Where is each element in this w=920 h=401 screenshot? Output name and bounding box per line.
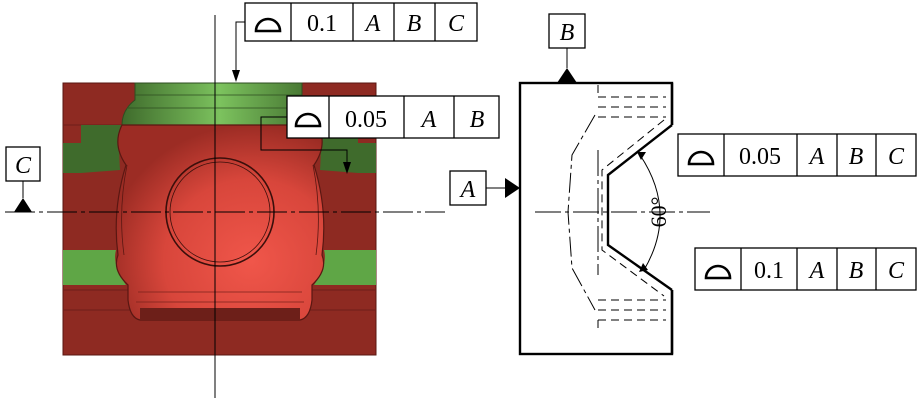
datum-ref: C — [888, 144, 905, 170]
datum-c-marker: C — [5, 146, 41, 212]
datum-c-label: C — [15, 153, 32, 179]
tolerance-value: 0.05 — [739, 144, 781, 170]
datum-ref: A — [364, 11, 381, 37]
datum-ref: B — [849, 144, 864, 170]
section-view: 60° — [518, 81, 710, 356]
fcf-top: 0.1 A B C — [232, 2, 478, 82]
v-groove-profile — [606, 124, 673, 291]
profile-of-a-surface-icon — [704, 264, 732, 280]
datum-a-label: A — [459, 177, 476, 203]
centerlines-left — [5, 15, 445, 398]
tolerance-value: 0.1 — [307, 11, 337, 37]
datum-ref: C — [448, 11, 465, 37]
datum-ref: B — [849, 258, 864, 284]
profile-of-a-surface-icon — [294, 112, 322, 128]
datum-b-label: B — [560, 20, 575, 46]
fcf-right-upper: 0.05 A B C — [677, 133, 917, 177]
datum-ref: C — [888, 258, 905, 284]
datum-ref: A — [420, 107, 437, 133]
datum-a-marker: A — [449, 170, 520, 206]
datum-b-marker: B — [548, 13, 586, 83]
angle-label: 60° — [646, 197, 671, 228]
datum-ref: B — [407, 11, 422, 37]
tolerance-value: 0.05 — [345, 107, 387, 133]
cavity — [115, 124, 325, 321]
profile-of-a-surface-icon — [254, 17, 282, 33]
profile-of-a-surface-icon — [687, 150, 715, 166]
datum-ref: B — [470, 107, 485, 133]
fcf-middle: 0.05 A B — [260, 95, 500, 174]
tolerance-value: 0.1 — [754, 258, 784, 284]
fcf-right-lower: 0.1 A B C — [694, 247, 917, 291]
datum-ref: A — [808, 258, 825, 284]
datum-ref: A — [808, 144, 825, 170]
